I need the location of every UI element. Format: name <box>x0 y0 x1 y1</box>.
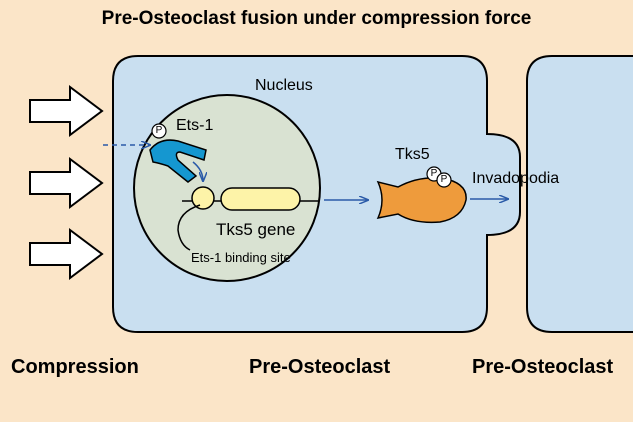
binding-site-pointer <box>177 204 201 251</box>
pre-osteoclast-cell-right <box>526 55 633 333</box>
compression-arrows <box>29 85 104 280</box>
compression-arrow-icon <box>29 157 104 209</box>
tks5-phospho-circle-2 <box>436 172 452 188</box>
nucleus-label: Nucleus <box>255 77 313 94</box>
tks5-label: Tks5 <box>395 146 430 163</box>
ets1-phospho-label: P <box>155 125 163 136</box>
tks5-phospho-label-2: P <box>440 174 448 185</box>
ets1-to-binding-arrow <box>192 161 203 181</box>
compression-label: Compression <box>11 356 139 378</box>
invadopodia-label: Invadopodia <box>472 170 560 187</box>
ets1-binding-site-icon <box>191 186 215 210</box>
diagram-title: Pre-Osteoclast fusion under compression … <box>101 8 532 29</box>
tks5-phospho-label-1: P <box>430 168 438 179</box>
ets1-protein-icon <box>149 139 207 183</box>
pre-osteoclast-right-label: Pre-Osteoclast <box>472 356 614 378</box>
ets1-label: Ets-1 <box>176 117 214 134</box>
compression-arrow-icon <box>29 228 104 280</box>
ets1-binding-site-label: Ets-1 binding site <box>191 250 291 265</box>
ets1-phospho-circle <box>151 123 167 139</box>
compression-arrow-icon <box>29 85 104 137</box>
tks5-gene-icon <box>220 187 301 211</box>
pre-osteoclast-left-label: Pre-Osteoclast <box>249 356 391 378</box>
tks5-gene-label: Tks5 gene <box>216 220 296 239</box>
